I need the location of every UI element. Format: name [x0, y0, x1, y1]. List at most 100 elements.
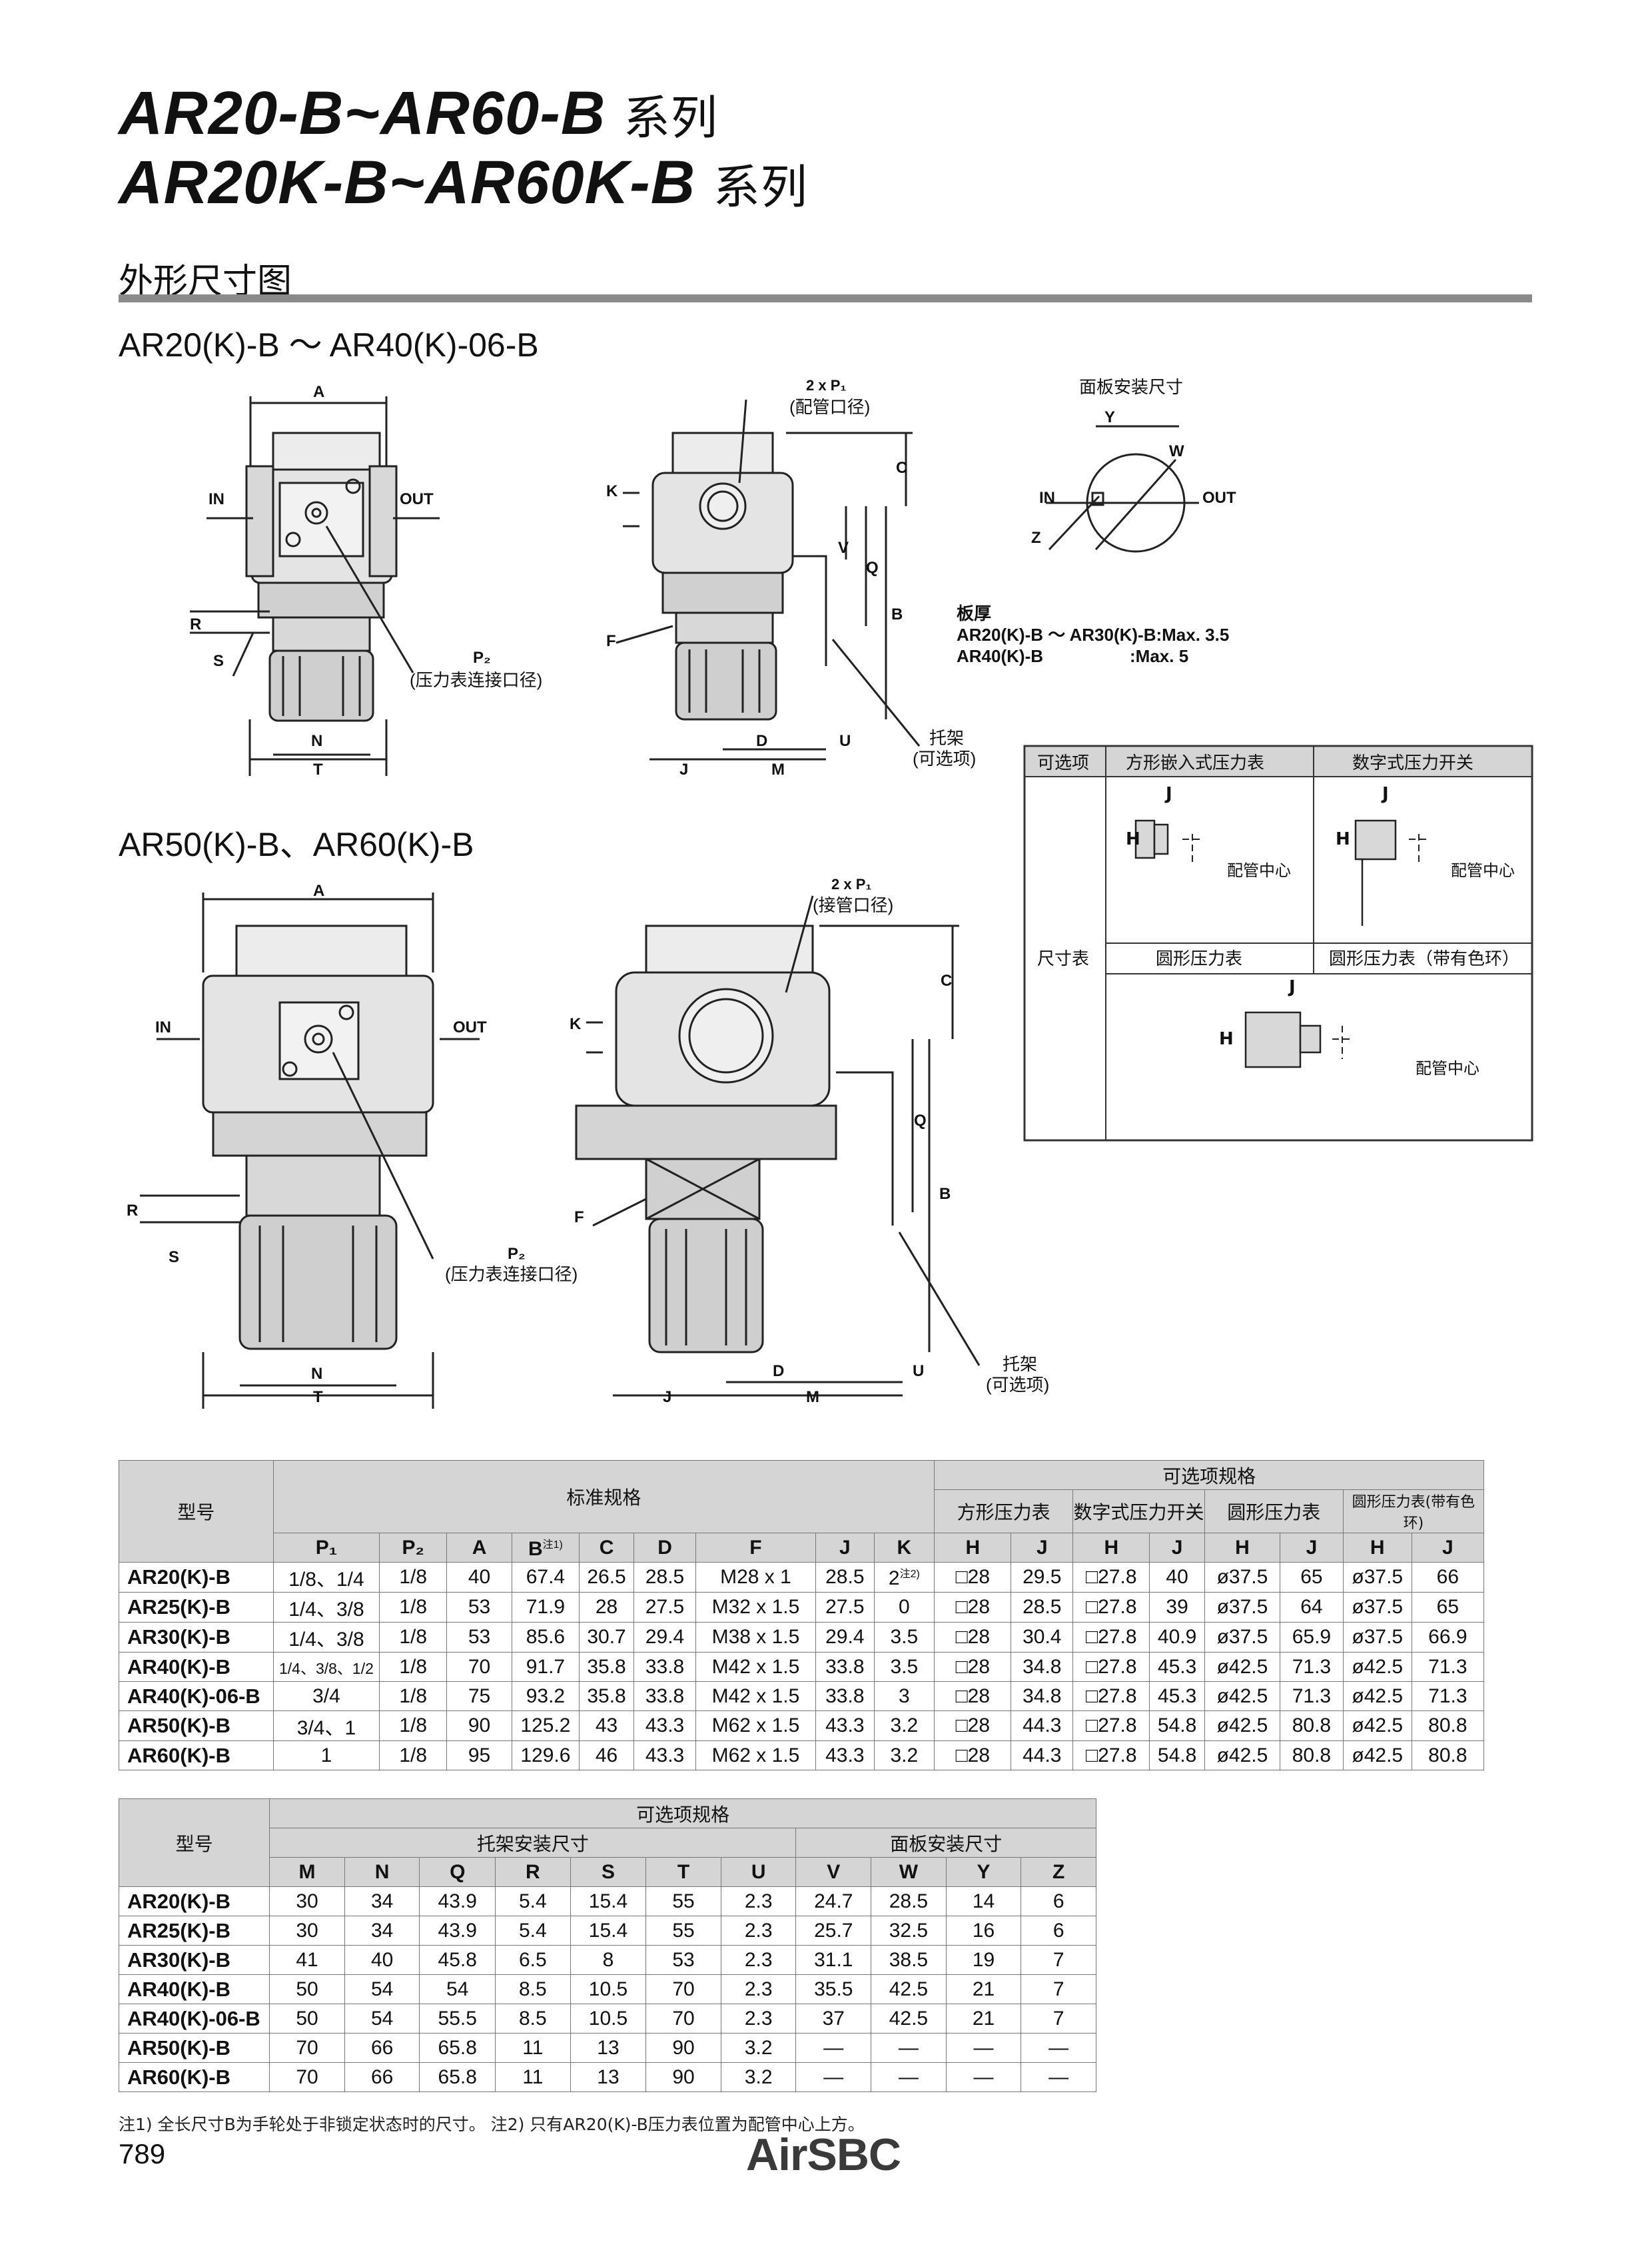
pipe-center-label: 配管中心	[1416, 1059, 1479, 1078]
spec-table-standard: 型号 标准规格 可选项规格 方形压力表数字式压力开关圆形压力表圆形压力表(带有色…	[119, 1460, 1485, 1770]
cell-value: 2	[888, 1567, 900, 1589]
cell-value: 129.6	[520, 1744, 571, 1766]
cell-value: 26.5	[587, 1566, 626, 1588]
column-header: P₁	[272, 1533, 380, 1563]
table-cell: 66	[344, 2062, 420, 2092]
cell-value: 29.4	[645, 1626, 685, 1648]
cell-value: 28	[595, 1596, 618, 1618]
table-cell: 5.4	[495, 1886, 571, 1916]
cell-value: □27.8	[1086, 1655, 1137, 1678]
table-cell: 21	[945, 2004, 1022, 2034]
cell-value: 125.2	[520, 1714, 571, 1736]
large-side-view	[575, 895, 981, 1397]
svg-text:H: H	[1219, 1029, 1234, 1049]
table-cell: 2.3	[720, 2004, 797, 2034]
model-cell: AR20(K)-B	[119, 1562, 274, 1593]
cell-value: 27.5	[825, 1596, 865, 1618]
cell-value: 85.6	[526, 1626, 566, 1648]
table-cell: 38.5	[871, 1945, 947, 1975]
column-header: Q	[419, 1857, 496, 1887]
dim-label: N	[311, 732, 322, 750]
table-cell: 3.2	[720, 2062, 797, 2092]
plate-thickness-line1: AR20(K)-B ～ AR30(K)-B:Max. 3.5	[957, 625, 1229, 645]
cell-value: ø37.5	[1216, 1596, 1268, 1618]
column-header-label: P₁	[315, 1536, 338, 1559]
table-cell: 6	[1021, 1886, 1096, 1916]
table-cell: 1/4、3/8	[272, 1622, 380, 1653]
table-cell: □28	[934, 1710, 1012, 1741]
table-cell: 1/8	[379, 1681, 448, 1711]
cell-value: ø42.5	[1216, 1744, 1268, 1766]
drawing-subtitle-small: AR20(K)-B ～ AR40(K)-06-B	[119, 326, 539, 364]
cell-value: 54.8	[1157, 1744, 1197, 1766]
model-cell: AR40(K)-06-B	[119, 1681, 274, 1711]
dim-label: C	[941, 972, 952, 990]
table-cell: 43.3	[815, 1740, 875, 1770]
table-cell: □27.8	[1072, 1710, 1150, 1741]
cell-value: 27.5	[645, 1596, 685, 1618]
table-cell: 80.8	[1411, 1740, 1485, 1770]
table-cell: 67.4	[511, 1562, 580, 1593]
table-cell: 45.8	[419, 1945, 496, 1975]
table-cell: 70	[645, 2004, 721, 2034]
table-cell: ø37.5	[1204, 1562, 1281, 1593]
cell-value: 1/8	[399, 1684, 428, 1707]
cell-value: M38 x 1.5	[711, 1626, 800, 1648]
table-cell: 93.2	[511, 1681, 580, 1711]
table-cell: 40	[446, 1562, 512, 1593]
cell-value: 80.8	[1292, 1714, 1332, 1736]
table-cell: 1/4、3/8	[272, 1592, 380, 1623]
table-cell: 3/4、1	[272, 1710, 380, 1741]
table-cell: 95	[446, 1740, 512, 1770]
cell-value: 80.8	[1428, 1744, 1467, 1766]
cell-value: ø37.5	[1352, 1566, 1404, 1588]
dim-label: T	[313, 761, 323, 779]
table-cell: 3.2	[873, 1710, 935, 1741]
cell-value: □28	[955, 1655, 991, 1678]
dim-label: Z	[1031, 529, 1041, 547]
column-header-label: F	[749, 1536, 762, 1559]
table-cell: □28	[934, 1622, 1012, 1653]
cell-value: 1	[320, 1744, 332, 1766]
table-cell: 37	[795, 2004, 872, 2034]
column-header: D	[633, 1533, 696, 1563]
model-cell: AR60(K)-B	[118, 2062, 270, 2092]
cell-value: 44.3	[1023, 1744, 1062, 1766]
cell-value: 3.5	[890, 1655, 919, 1678]
cell-value: 66.9	[1428, 1626, 1467, 1648]
table-cell: 34	[344, 1916, 420, 1946]
table-cell: 53	[446, 1622, 512, 1653]
column-header-label: P₂	[402, 1536, 424, 1559]
page-title-line2: AR20K-B~AR60K-B 系列	[119, 148, 808, 218]
page-number: 789	[119, 2138, 166, 2169]
cell-value: 90	[468, 1714, 491, 1736]
cell-value: 39	[1166, 1596, 1188, 1618]
table-cell: 2.3	[720, 1916, 797, 1946]
option-header: 圆形压力表（带有色环）	[1329, 949, 1519, 969]
table-cell: □27.8	[1072, 1592, 1150, 1623]
table-cell: 33.8	[633, 1681, 696, 1711]
option-header: 方形嵌入式压力表	[1126, 753, 1264, 773]
dim-label: M	[771, 761, 785, 779]
dim-label: 2 x P₁	[831, 876, 871, 893]
port-note: (配管口径)	[789, 397, 870, 417]
table-cell: 129.6	[511, 1740, 580, 1770]
gauge-port-note: (压力表连接口径)	[410, 670, 542, 690]
column-header-label: K	[897, 1536, 912, 1559]
column-header: H	[934, 1533, 1012, 1563]
table-cell: 65.8	[419, 2033, 496, 2063]
dim-label: A	[313, 882, 324, 900]
cell-value: ø37.5	[1352, 1596, 1404, 1618]
cell-value: ø42.5	[1352, 1655, 1404, 1678]
table-cell: 70	[269, 2033, 345, 2063]
page-title-line1: AR20-B~AR60-B 系列	[119, 79, 718, 149]
table-cell: 21	[945, 1974, 1022, 2004]
table-cell: 55.5	[419, 2004, 496, 2034]
table-cell: 34	[344, 1886, 420, 1916]
table-cell: 70	[269, 2062, 345, 2092]
cell-value: 3.2	[890, 1744, 919, 1766]
table-cell: 29.4	[815, 1622, 875, 1653]
cell-value: □27.8	[1086, 1744, 1137, 1766]
